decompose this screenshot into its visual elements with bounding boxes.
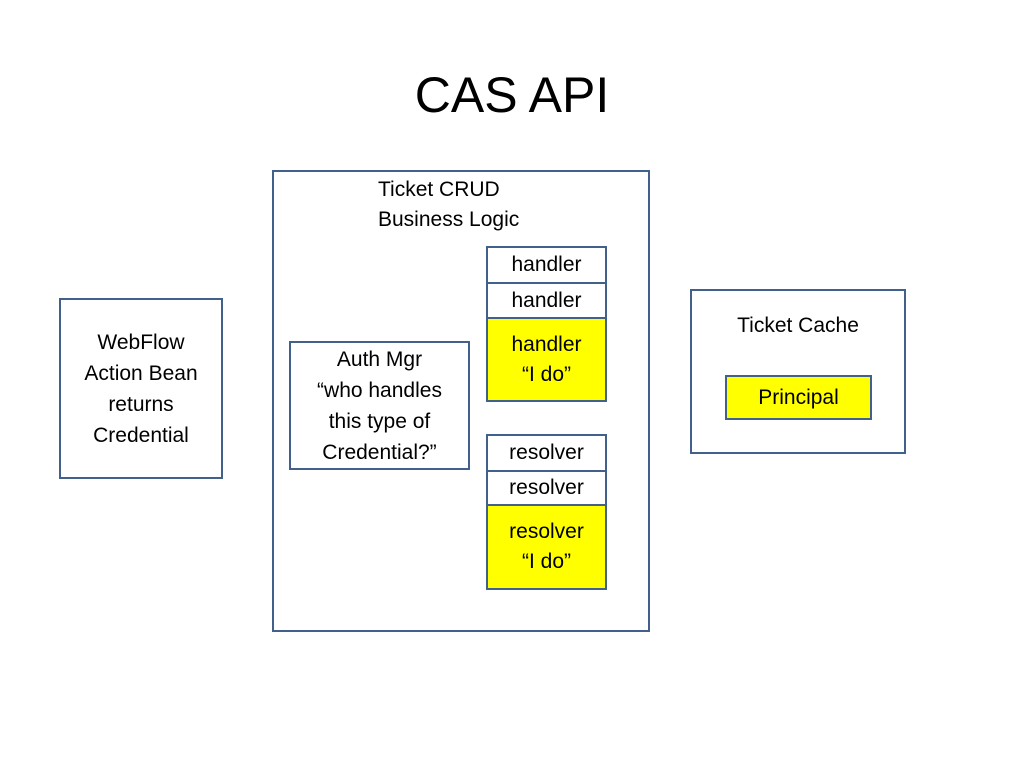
resolver-box: resolver xyxy=(486,434,607,472)
principal-text: Principal xyxy=(758,386,839,409)
resolver-i-do-text: resolver “I do” xyxy=(509,520,584,573)
handler-box: handler xyxy=(486,282,607,319)
handler-i-do-text: handler “I do” xyxy=(511,332,582,386)
webflow-text: WebFlow Action Bean returns Credential xyxy=(84,330,198,447)
ticket-crud-label: Ticket CRUD Business Logic xyxy=(378,178,520,231)
resolver-i-do-box: resolver “I do” xyxy=(486,504,607,590)
handler-i-do-box: handler “I do” xyxy=(486,317,607,402)
resolver-text: resolver xyxy=(509,476,584,499)
slide-title: CAS API xyxy=(414,67,610,123)
handler-text: handler xyxy=(511,253,582,276)
auth-mgr-text: Auth Mgr “who handles this type of Crede… xyxy=(317,347,442,464)
auth-mgr-box: Auth Mgr “who handles this type of Crede… xyxy=(289,341,470,470)
resolver-box: resolver xyxy=(486,470,607,506)
ticket-cache-label: Ticket Cache xyxy=(737,314,859,337)
principal-box: Principal xyxy=(725,375,872,420)
handler-box: handler xyxy=(486,246,607,284)
ticket-cache-box: Ticket Cache xyxy=(690,289,906,454)
handler-text: handler xyxy=(511,288,582,312)
resolver-text: resolver xyxy=(509,441,584,464)
webflow-action-bean-box: WebFlow Action Bean returns Credential xyxy=(59,298,223,479)
